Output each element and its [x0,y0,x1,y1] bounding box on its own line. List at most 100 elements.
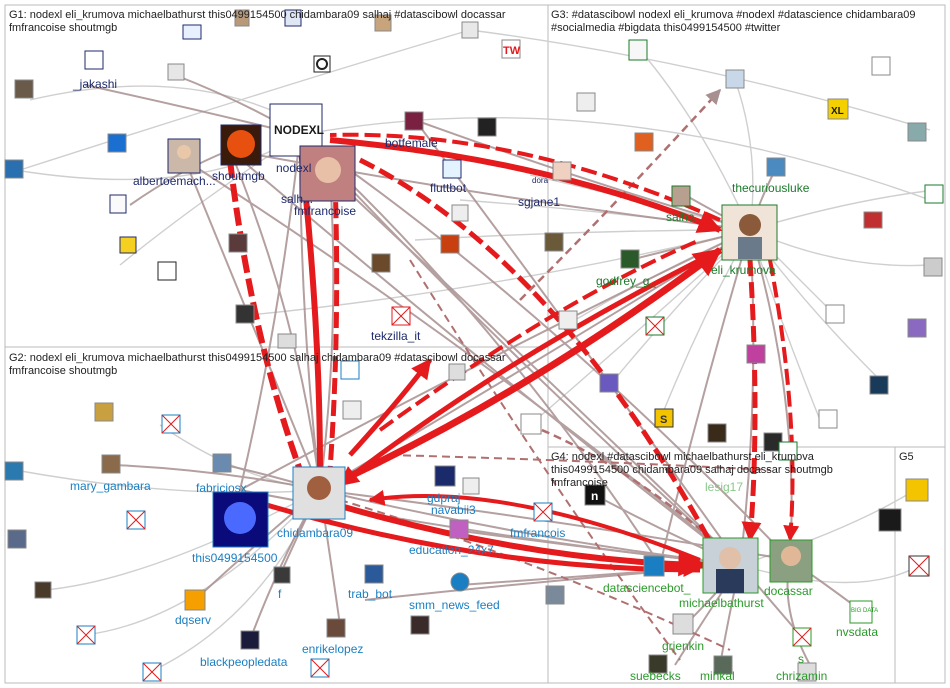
node-label: mary_gambara [70,479,151,493]
node-avatar [4,461,24,481]
node-avatar [277,333,297,349]
node-avatar [234,9,250,27]
node-label: chrizamin [776,669,827,683]
dora-logo-text: dora [532,176,549,185]
node-avatar [645,316,665,336]
node-avatar [672,613,694,635]
node-avatar [374,14,392,32]
node-avatar [449,519,469,539]
node-chidambara09-face [307,476,331,500]
node-avatar [451,204,469,222]
node-label: education_24x7 [409,543,494,557]
node-label: _jakashi [72,77,117,91]
node-avatar [84,50,104,70]
group-label-g3: G3: #datascibowl nodexl eli_krumova #nod… [551,9,916,34]
node-label: thecuriousluke [732,181,810,195]
node-label: grjenkin [662,639,704,653]
node-avatar [544,232,564,252]
node-avatar [643,555,665,577]
node-label: fabriciosx [196,481,247,495]
node-label: navabii3 [431,503,476,517]
node-label: chidambara09 [277,526,353,540]
node-label: enrikelopez [302,642,363,656]
group-panel-g5 [894,446,946,684]
node-avatar [477,117,497,137]
node-label: datasciencebot_ [603,581,691,595]
node-avatar [713,655,733,675]
node-avatar [576,92,596,112]
node-avatar [310,658,330,678]
group-label-g4: G4: nodexl #datascibowl michaelbathurst … [551,451,833,489]
node-avatar [907,318,927,338]
node-avatar [228,233,248,253]
node-avatar [907,122,927,142]
node-avatar [924,184,944,204]
node-avatar [326,618,346,638]
node-avatar [157,261,177,281]
node-michaelbathurst-body [716,569,744,593]
node-labels: _jakashi albertoemach... shoutmgb nodexl… [70,77,878,683]
node-avatar [101,454,121,474]
node-label: michaelbathurst [679,596,764,610]
node-avatar [462,477,480,495]
node-avatar [371,253,391,273]
node-label: dqserv [175,613,211,627]
node-avatar [94,402,114,422]
node-avatar [391,306,411,326]
node-avatar [240,630,260,650]
node-avatar [212,453,232,473]
node-michaelbathurst-face [719,547,741,569]
node-avatar [707,423,727,443]
node-avatar [142,662,162,682]
node-avatar [599,373,619,393]
node-avatar [863,211,883,229]
node-label: tekzilla_it [371,329,421,343]
node-avatar [76,625,96,645]
node-label: godfrey_g_ [596,274,656,288]
node-this0499154500 [212,491,269,548]
node-salha [671,185,691,207]
node-avatar [620,249,640,269]
node-avatar [584,484,606,506]
nodexl-logo-text: NODEXL [274,123,324,137]
node-avatar [818,409,838,429]
node-avatar [182,24,202,40]
node-avatar [878,508,902,532]
hub-nodes: NODEXL [167,103,813,594]
node-avatar [364,564,384,584]
bigdata-logo-text: BIG DATA [851,608,878,614]
node-avatar [316,58,328,70]
node-avatar [520,413,542,435]
s-logo-text: S [660,414,667,426]
node-avatar [184,589,206,611]
node-avatar [434,465,456,487]
tw-logo-text: TW [503,45,521,57]
node-avatar [746,344,766,364]
node-label: salha [666,210,695,224]
node-avatar [797,662,817,682]
node-avatar [410,615,430,635]
node-avatar [450,572,470,592]
node-avatar [107,133,127,153]
node-avatar [4,159,24,179]
xl-logo-text: XL [831,106,844,117]
node-avatar [442,159,462,179]
group-label-g5: G5 [899,451,914,463]
node-avatar [126,510,146,530]
node-label: this0499154500 [192,551,278,565]
node-avatar [545,585,565,605]
n-logo-text: n [591,489,598,503]
node-avatar [628,39,648,61]
node-avatar [552,161,572,181]
tw-logo-node [501,39,521,59]
node-label: fmfrancoise [294,204,356,218]
node-albertoemach-face [177,145,191,159]
node-eli_krumova-body [738,237,762,259]
node-label: lesig17 [705,480,743,494]
minor-nodes [4,9,944,682]
group-label-g2: G2: nodexl eli_krumova michaelbathurst t… [9,352,506,377]
node-avatar [778,441,798,461]
node-avatar [235,304,255,324]
node-avatar [648,654,668,674]
